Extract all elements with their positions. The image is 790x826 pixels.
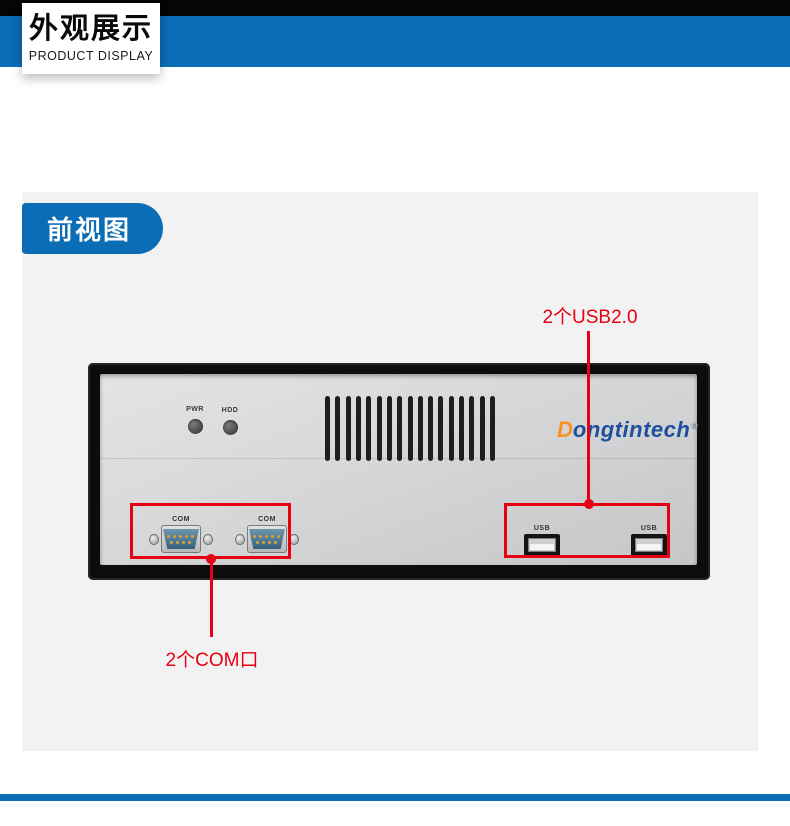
front-view-badge: 前视图 xyxy=(22,203,163,254)
section-title-card: 外观展示 PRODUCT DISPLAY xyxy=(22,3,160,74)
power-led-indicator xyxy=(187,419,203,434)
db9-shell xyxy=(161,525,201,553)
registered-trademark-icon: ® xyxy=(691,421,698,431)
com-port-1: COM xyxy=(149,516,213,553)
usb-inner xyxy=(635,538,663,552)
usb-tongue xyxy=(530,544,554,550)
com-port-2-connector xyxy=(235,525,299,553)
top-black-bar xyxy=(0,0,790,16)
com-annotation-dot xyxy=(206,554,216,564)
com-port-2-label: COM xyxy=(258,516,276,523)
usb-highlight-box xyxy=(504,503,670,558)
usb-annotation-dot xyxy=(584,499,594,509)
com-annotation-line xyxy=(210,559,213,637)
front-panel-face: PWR HDD Dongtintech® COM xyxy=(100,374,698,565)
front-view-badge-label: 前视图 xyxy=(47,215,132,245)
usb-annotation-line xyxy=(587,331,590,504)
db9-shell xyxy=(247,525,287,553)
db9-insert xyxy=(162,529,199,549)
bottom-divider-bar xyxy=(0,794,790,801)
com-port-1-label: COM xyxy=(172,516,190,523)
power-led-group: PWR xyxy=(180,406,210,434)
usb-port-1-connector xyxy=(524,534,560,558)
device-front-panel: PWR HDD Dongtintech® COM xyxy=(88,363,710,580)
hdd-led-label: HDD xyxy=(221,407,239,414)
screw-icon xyxy=(235,533,246,545)
db9-insert xyxy=(248,529,285,549)
usb-tongue xyxy=(637,544,661,550)
brand-logo-initial: D xyxy=(557,417,573,442)
com-port-2: COM xyxy=(235,516,299,553)
usb-inner xyxy=(528,538,556,552)
power-led-label: PWR xyxy=(186,406,204,413)
screw-icon xyxy=(202,533,213,545)
usb-port-1: USB xyxy=(524,525,560,558)
usb-port-2-connector xyxy=(631,534,667,558)
brand-logo-text: ongtintech xyxy=(572,417,691,442)
hdd-led-group: HDD xyxy=(215,407,245,435)
com-port-1-connector xyxy=(149,525,213,553)
page-title: 外观展示 xyxy=(28,13,153,46)
screw-icon xyxy=(149,533,160,545)
usb-port-2-label: USB xyxy=(640,525,658,532)
page-subtitle: PRODUCT DISPLAY xyxy=(28,48,154,63)
usb-port-2: USB xyxy=(631,525,667,558)
com-highlight-box xyxy=(130,503,291,559)
ventilation-grille xyxy=(325,396,495,461)
usb-port-1-label: USB xyxy=(533,525,551,532)
brand-logo: Dongtintech® xyxy=(557,417,698,443)
usb-annotation-text: 2个USB2.0 xyxy=(542,307,638,328)
com-annotation-text: 2个COM口 xyxy=(165,650,259,671)
hdd-led-indicator xyxy=(222,420,238,435)
